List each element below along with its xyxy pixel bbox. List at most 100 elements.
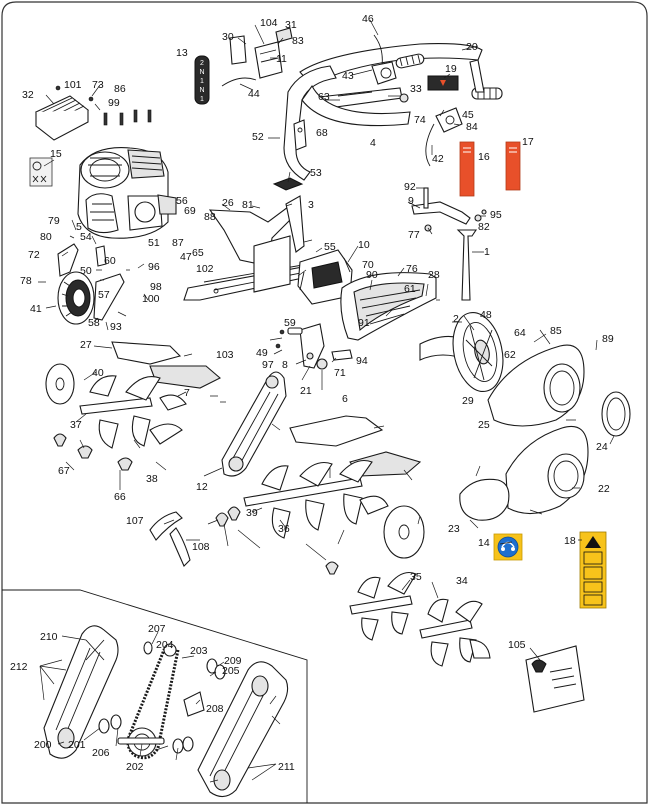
part-label-83: 83 xyxy=(292,35,304,47)
belt-cover-61 xyxy=(340,272,437,341)
part-label-46: 46 xyxy=(362,13,374,25)
lever-bracket-8 xyxy=(299,323,353,370)
part-label-61: 61 xyxy=(404,283,416,295)
part-label-95: 95 xyxy=(490,209,502,221)
part-label-200a: 200 xyxy=(34,739,52,751)
part-label-66a: 66 xyxy=(114,491,126,503)
part-label-34: 34 xyxy=(456,575,468,587)
part-label-54: 54 xyxy=(80,231,92,243)
part-labels: 1 2 3 4 5 6 7 8 9 10 11 12 13 14 15 16 1… xyxy=(10,13,614,773)
part-label-47: 47 xyxy=(180,251,192,263)
shift-label-4: 1 xyxy=(200,96,204,103)
shift-label-1: N xyxy=(199,69,204,76)
part-label-38: 38 xyxy=(146,473,158,485)
shift-label-3: N xyxy=(199,87,204,94)
handlebar-assembly xyxy=(283,43,503,181)
part-label-23: 23 xyxy=(448,523,460,535)
part-label-86: 86 xyxy=(114,83,126,95)
part-label-49: 49 xyxy=(256,347,268,359)
label-plate-19 xyxy=(427,75,459,91)
part-label-43: 43 xyxy=(342,70,354,82)
part-label-73: 73 xyxy=(92,79,104,91)
part-label-101: 101 xyxy=(64,79,82,91)
ring-24 xyxy=(601,391,631,437)
tine-shield-7 xyxy=(149,365,221,389)
part-label-65: 65 xyxy=(192,247,204,259)
part-label-76a: 76 xyxy=(406,263,418,275)
part-label-5a: 5 xyxy=(76,221,82,233)
part-label-82a: 82 xyxy=(478,221,490,233)
tine-assembly-36 xyxy=(243,459,389,539)
part-label-6: 6 xyxy=(342,393,348,405)
part-label-97: 97 xyxy=(262,359,274,371)
part-label-92: 92 xyxy=(404,181,416,193)
control-lever-46 xyxy=(371,34,397,85)
part-label-16: 16 xyxy=(478,151,490,163)
part-label-67a: 67 xyxy=(58,465,70,477)
part-label-64a: 64 xyxy=(514,327,526,339)
part-label-203: 203 xyxy=(190,645,208,657)
part-label-19: 19 xyxy=(445,63,457,75)
part-label-15: 15 xyxy=(50,148,62,160)
part-label-44: 44 xyxy=(248,88,260,100)
part-label-90: 90 xyxy=(366,269,378,281)
ear-protection-decal-icon xyxy=(493,533,523,561)
part-label-3: 3 xyxy=(308,199,314,211)
part-label-68: 68 xyxy=(316,127,328,139)
gearbox-detail-frame xyxy=(2,589,308,803)
clevis-pin-59 xyxy=(275,327,303,349)
part-label-48: 48 xyxy=(480,309,492,321)
drive-pulley-29 xyxy=(419,312,504,392)
tine-shield-27 xyxy=(111,341,182,365)
part-label-78a: 78 xyxy=(20,275,32,287)
part-label-39: 39 xyxy=(246,507,258,519)
part-label-201a: 201 xyxy=(68,739,86,751)
clip-66 xyxy=(215,506,339,575)
part-label-60: 60 xyxy=(104,255,116,267)
tine-assembly-37 xyxy=(79,375,187,449)
part-label-8: 8 xyxy=(282,359,288,371)
gearbox-housing-10 xyxy=(297,249,353,305)
part-label-102: 102 xyxy=(196,263,214,275)
part-label-72a: 72 xyxy=(28,249,40,261)
part-label-31: 31 xyxy=(285,19,297,31)
part-label-104: 104 xyxy=(260,17,278,29)
part-label-25: 25 xyxy=(478,419,490,431)
part-label-80a: 80 xyxy=(40,231,52,243)
part-label-41: 41 xyxy=(30,303,42,315)
part-label-69: 69 xyxy=(184,205,196,217)
air-grille-part-32 xyxy=(35,95,90,141)
part-label-107: 107 xyxy=(126,515,144,527)
part-label-4: 4 xyxy=(370,137,376,149)
part-label-50: 50 xyxy=(80,265,92,277)
part-label-33: 33 xyxy=(410,83,422,95)
part-label-62: 62 xyxy=(504,349,516,361)
part-label-205: 205 xyxy=(222,665,240,677)
part-label-59: 59 xyxy=(284,317,296,329)
part-label-74: 74 xyxy=(414,114,426,126)
part-label-51: 51 xyxy=(148,237,160,249)
cover-23 xyxy=(459,478,510,521)
throttle-lever-45 xyxy=(425,107,463,167)
part-label-57: 57 xyxy=(98,289,110,301)
shift-label-0: 2 xyxy=(200,60,204,67)
part-label-93: 93 xyxy=(110,321,122,333)
throttle-control-box xyxy=(221,27,293,87)
part-label-22: 22 xyxy=(598,483,610,495)
part-label-89a: 89 xyxy=(602,333,614,345)
part-label-70a: 70 xyxy=(362,259,374,271)
part-label-56: 56 xyxy=(176,195,188,207)
nut-33 xyxy=(399,93,409,103)
part-label-18: 18 xyxy=(564,535,576,547)
shift-gate-plate-13: 2 N 1 N 1 xyxy=(194,55,210,105)
engine-cover-22 xyxy=(505,425,589,515)
part-label-45: 45 xyxy=(462,109,474,121)
part-label-84: 84 xyxy=(466,121,478,133)
warning-decal-icon xyxy=(579,531,607,609)
tine-assembly-35 xyxy=(349,571,417,641)
engine-manual-sticker-icon xyxy=(29,157,53,187)
part-label-29: 29 xyxy=(462,395,474,407)
part-label-9: 9 xyxy=(408,195,414,207)
part-label-40a: 40 xyxy=(92,367,104,379)
